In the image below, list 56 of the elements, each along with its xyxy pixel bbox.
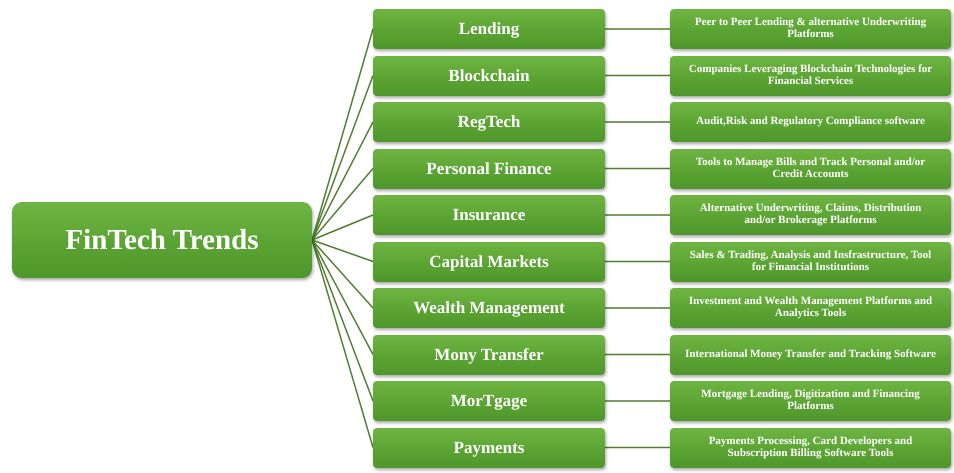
description-box <box>670 242 951 282</box>
box-label: Peer to Peer Lending & alternative Underwriting Platforms <box>694 17 928 41</box>
trend-box <box>373 381 605 421</box>
topic-box <box>12 202 312 278</box>
box-label: Wealth Management <box>413 298 565 318</box>
box-label: Blockchain <box>448 66 530 86</box>
box-label: Payments Processing, Card Developers and Subscription Billing Software Tools <box>708 436 914 460</box>
box-label: Payments <box>454 438 524 458</box>
box-label: Capital Markets <box>429 252 549 272</box>
description-box <box>670 56 951 96</box>
trend-box <box>373 242 605 282</box>
trend-box <box>373 56 605 96</box>
box-label: International Money Transfer and Tracking Software <box>685 348 936 360</box>
box-label: Personal Finance <box>426 158 552 178</box>
description-box <box>670 428 951 468</box>
trend-box <box>373 334 605 374</box>
trend-box <box>373 9 605 49</box>
connector-line <box>311 168 374 240</box>
connector-line <box>605 400 670 402</box>
connector-line <box>605 28 670 30</box>
box-label: Alternative Underwriting, Claims, Distribution and/or Brokerage Platforms <box>698 203 922 227</box>
connector-line <box>311 240 374 308</box>
box-label: Investment and Wealth Management Platforms and Analytics Tools <box>688 296 934 320</box>
description-box <box>670 195 951 235</box>
connector-line <box>605 214 670 216</box>
box-label: Mony Transfer <box>434 344 544 364</box>
connector-line <box>605 354 670 356</box>
box-label: Sales & Trading, Analysis and Insfrastructure, Tool for Financial Institutions <box>688 250 932 274</box>
description-box <box>670 9 951 49</box>
box-label: Tools to Manage Bills and Track Personal and/or Credit Accounts <box>694 156 926 180</box>
trend-box <box>373 148 605 188</box>
box-label: Lending <box>458 19 520 39</box>
connector-line <box>312 239 374 262</box>
description-box <box>670 334 951 374</box>
box-label: FinTech Trends <box>65 224 259 256</box>
description-box <box>670 102 951 142</box>
box-label: Insurance <box>452 205 526 225</box>
connector-line <box>605 446 670 448</box>
box-label: MorTgage <box>450 391 528 411</box>
description-box <box>670 288 951 328</box>
connector-line <box>605 168 670 170</box>
trend-box <box>373 288 605 328</box>
connector-line <box>605 121 670 123</box>
description-box <box>670 148 951 188</box>
trend-box <box>373 102 605 142</box>
connector-line <box>312 214 374 241</box>
box-label: RegTech <box>458 112 520 132</box>
description-box <box>670 381 951 421</box>
box-label: Companies Leveraging Blockchain Technologies for Financial Services <box>688 64 934 88</box>
connector-line <box>605 307 670 309</box>
connector-line <box>605 74 670 76</box>
box-label: Audit,Risk and Regulatory Compliance software <box>696 116 925 128</box>
connector-line <box>605 260 670 262</box>
trend-box <box>373 195 605 235</box>
trend-box <box>373 428 605 468</box>
box-label: Mortgage Lending, Digitization and Financing Platforms <box>700 389 921 413</box>
